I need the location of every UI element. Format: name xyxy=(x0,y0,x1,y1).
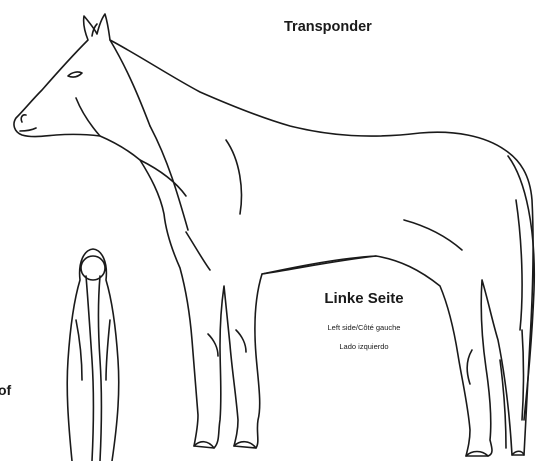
horse-tail-strand xyxy=(516,200,522,330)
horse-front-view-detail xyxy=(99,276,102,461)
horse-hindleg-hock xyxy=(467,350,472,384)
horse-jaw xyxy=(76,98,100,136)
cut-off-text: of xyxy=(0,382,11,398)
horse-neck-line xyxy=(110,40,150,126)
horse-tail xyxy=(508,156,534,420)
horse-foreleg-knee xyxy=(236,330,246,352)
horse-outline xyxy=(14,14,533,456)
horse-front-view-detail xyxy=(106,320,110,380)
horse-front-view-poll xyxy=(81,256,105,280)
horse-foreleg-knee xyxy=(208,334,218,356)
side-subtitle-es: Lado izquierdo xyxy=(300,342,428,351)
horse-front-view-detail xyxy=(76,320,82,380)
horse-mouth xyxy=(20,128,36,131)
side-subtitle: Left side/Côté gauche xyxy=(300,323,428,332)
horse-eye xyxy=(68,72,82,77)
side-title: Linke Seite xyxy=(300,290,428,307)
horse-tail-strand xyxy=(522,330,524,420)
horse-nostril xyxy=(21,115,26,122)
horse-chest-line xyxy=(140,160,186,196)
horse-back-line xyxy=(226,140,241,214)
transponder-label: Transponder xyxy=(284,19,372,35)
horse-flank-line xyxy=(404,220,462,250)
horse-elbow-line xyxy=(186,232,210,270)
horse-front-view-detail xyxy=(86,276,94,461)
